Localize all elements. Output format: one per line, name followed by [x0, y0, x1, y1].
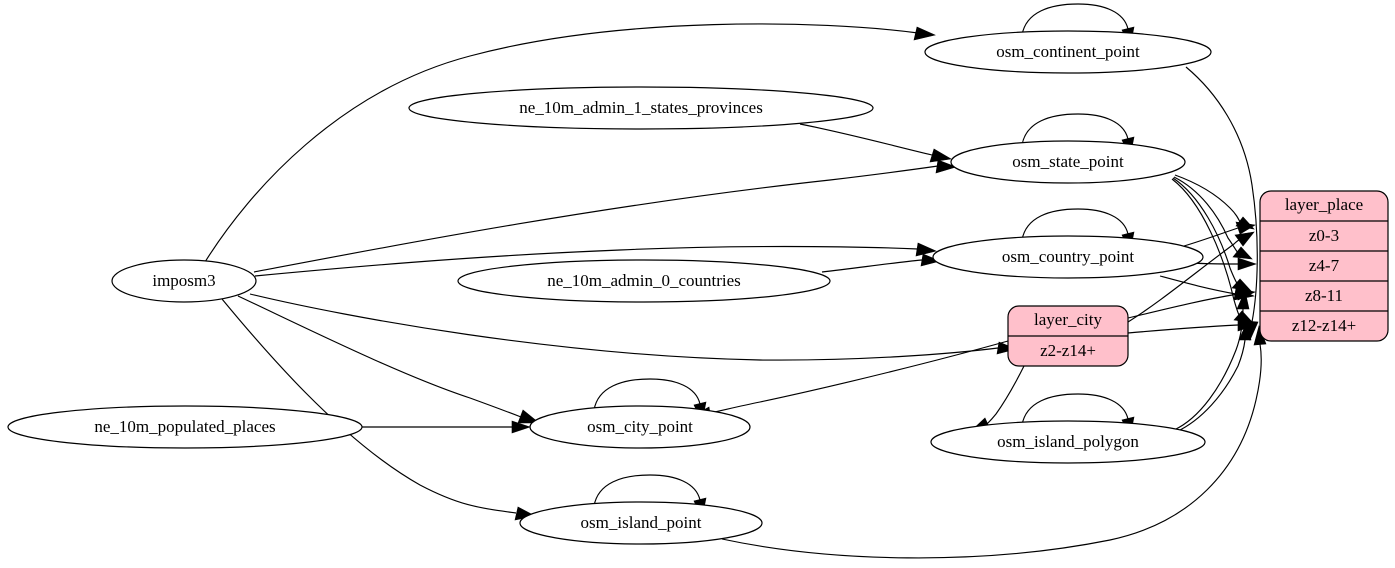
node-osm_continent_point[interactable]: osm_continent_point: [924, 30, 1212, 74]
edge-osm_state_point-to-layer_place-z4: [1173, 176, 1253, 260]
node-ne_10m_admin_1_states_provinces[interactable]: ne_10m_admin_1_states_provinces: [408, 86, 874, 130]
node-osm_island_point[interactable]: osm_island_point: [519, 501, 763, 545]
layer_city-row-z2-z14[interactable]: z2-z14+: [1040, 341, 1096, 360]
layer-node-layer_city[interactable]: layer_city z2-z14+: [1007, 305, 1129, 367]
node-label-ne_10m_populated_places: ne_10m_populated_places: [94, 417, 275, 436]
edge-layer_city-to-layer_place-z0: [1127, 231, 1255, 323]
node-label-osm_island_point: osm_island_point: [581, 513, 702, 532]
node-osm_state_point[interactable]: osm_state_point: [950, 140, 1186, 184]
node-label-ne_10m_admin_1_states_provinces: ne_10m_admin_1_states_provinces: [519, 98, 763, 117]
node-label-osm_island_polygon: osm_island_polygon: [997, 432, 1139, 451]
edge-imposm3-to-layer_city: [249, 293, 1017, 361]
edge-osm_island_polygon-to-layer_place-z12: [1175, 321, 1252, 433]
layer_city-header-label: layer_city: [1034, 310, 1102, 329]
edge-osm_state_point-to-layer_place-z0: [1174, 174, 1255, 230]
layer_place-header-label: layer_place: [1285, 195, 1363, 214]
edge-layer_city-to-osm_city_point: [690, 340, 1009, 420]
layer_place-box[interactable]: [1259, 190, 1389, 342]
node-label-osm_city_point: osm_city_point: [587, 417, 693, 436]
edge-imposm3-to-osm_city_point: [237, 295, 540, 424]
edge-states_provinces-to-osm_state_point: [799, 123, 952, 163]
edge-layer_city-to-layer_place-z12: [1127, 318, 1257, 334]
edge-populated_places-to-osm_city_point: [362, 420, 531, 434]
edge-osm_continent_point-to-layer_place-z12: [1185, 66, 1259, 341]
node-osm_island_polygon[interactable]: osm_island_polygon: [930, 420, 1206, 464]
edge-osm_island_polygon-to-layer_place-z8: [1173, 290, 1250, 431]
node-osm_city_point[interactable]: osm_city_point: [529, 405, 751, 449]
layer_place-row-z0-3[interactable]: z0-3: [1309, 226, 1339, 245]
layer_place-row-z8-11[interactable]: z8-11: [1305, 286, 1343, 305]
layer-node-layer_place[interactable]: layer_place z0-3 z4-7 z8-11 z12-z14+: [1259, 190, 1389, 342]
layer_place-row-z4-7[interactable]: z4-7: [1309, 256, 1340, 275]
node-imposm3[interactable]: imposm3: [111, 259, 257, 303]
layer_place-row-z12-z14[interactable]: z12-z14+: [1292, 316, 1356, 335]
node-label-osm_country_point: osm_country_point: [1002, 247, 1134, 266]
node-label-imposm3: imposm3: [152, 271, 215, 290]
edge-osm_country_point-to-layer_place-z0: [1183, 221, 1256, 247]
node-label-osm_continent_point: osm_continent_point: [996, 42, 1140, 61]
node-label-ne_10m_admin_0_countries: ne_10m_admin_0_countries: [547, 271, 741, 290]
edge-admin_0_countries-to-osm_country_point: [821, 253, 941, 273]
node-label-osm_state_point: osm_state_point: [1012, 152, 1124, 171]
node-osm_country_point[interactable]: osm_country_point: [932, 235, 1204, 279]
edge-imposm3-to-osm_country_point: [254, 242, 937, 277]
edge-imposm3-to-osm_state_point: [253, 159, 957, 273]
edge-imposm3-to-osm_continent_point: [204, 23, 936, 263]
node-ne_10m_populated_places[interactable]: ne_10m_populated_places: [7, 405, 363, 449]
node-layer: imposm3 ne_10m_admin_1_states_provinces …: [7, 30, 1212, 545]
node-ne_10m_admin_0_countries[interactable]: ne_10m_admin_0_countries: [457, 259, 831, 303]
